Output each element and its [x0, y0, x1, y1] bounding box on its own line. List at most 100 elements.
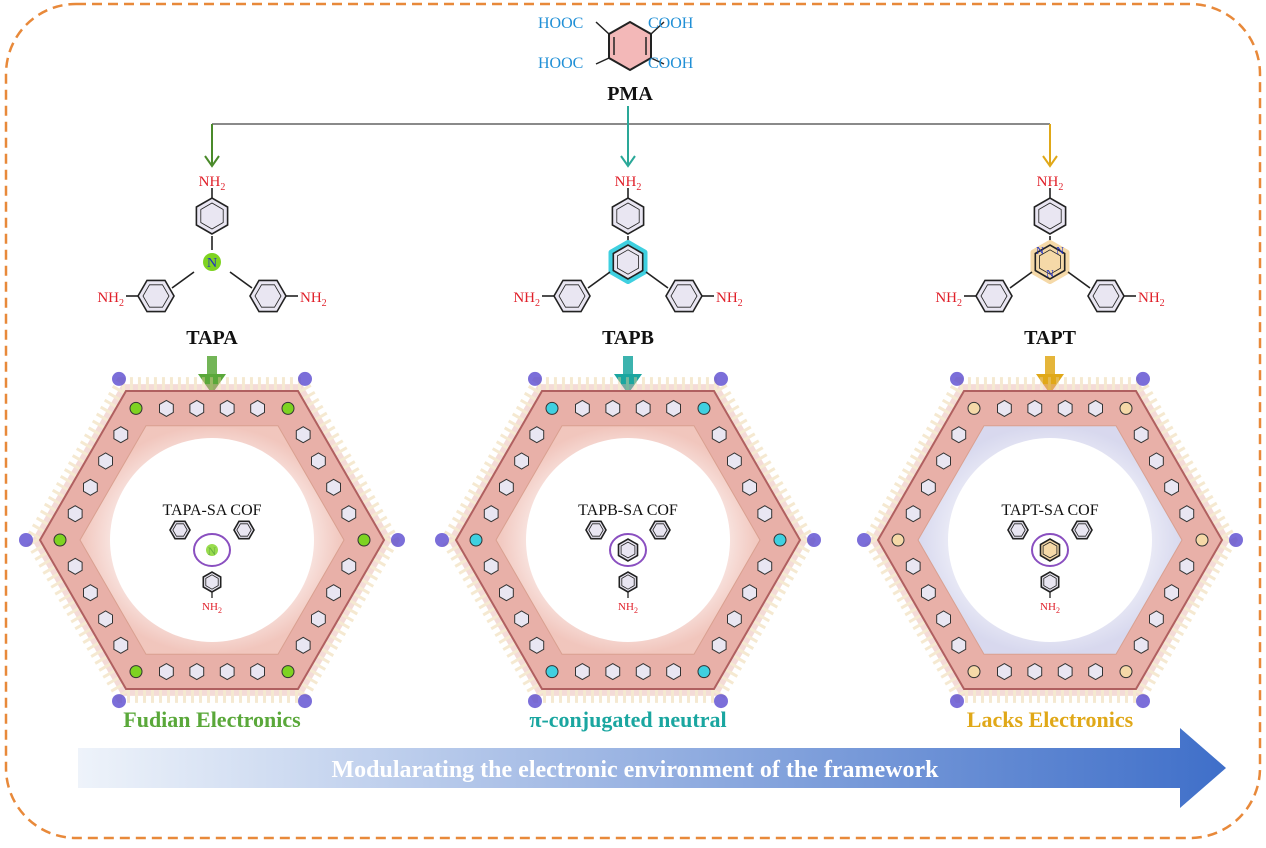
vertex-node: [967, 665, 981, 679]
core-highlight: [203, 253, 221, 271]
wall-ring: [1133, 636, 1149, 654]
wall-ring: [529, 636, 545, 654]
wall-ring: [326, 584, 341, 602]
wall-ring: [711, 426, 727, 444]
core-highlight: [608, 240, 648, 284]
wall-ring: [67, 557, 83, 575]
wall-ring: [1149, 452, 1164, 470]
vertex-node: [697, 401, 711, 415]
bottom-arrow: Modularating the electronic environment …: [78, 728, 1226, 808]
core-ring: [612, 244, 644, 280]
pore-amine-label: NH2: [618, 601, 638, 615]
triazine-nitrogen: N: [1056, 245, 1064, 257]
wall-ring: [1088, 663, 1103, 681]
wall-ring: [1149, 610, 1164, 628]
wall-ring: [295, 426, 311, 444]
vertex-node: [281, 665, 295, 679]
wall-ring: [1133, 426, 1149, 444]
bottom-arrow-text: Modularating the electronic environment …: [332, 757, 940, 783]
wall-ring: [83, 584, 98, 602]
vertex-node: [773, 533, 787, 547]
wall-ring: [98, 610, 113, 628]
left-amine-label: NH2: [97, 290, 124, 309]
bottom-arrow-shape: [78, 728, 1226, 808]
wall-ring: [951, 636, 967, 654]
wall-ring: [189, 399, 205, 417]
wall-ring: [159, 399, 174, 417]
vertex-amine: [528, 694, 542, 709]
vertex-node: [129, 665, 143, 679]
vertex-node: [1119, 665, 1133, 679]
wall-ring: [936, 610, 951, 628]
vertex-amine: [391, 533, 405, 547]
right-phenyl-ring: [665, 279, 703, 313]
core-circle-highlight: [1031, 533, 1069, 567]
top-amine-label: NH2: [1037, 174, 1064, 193]
vertex-node: [129, 401, 143, 415]
monomer-label: TAPA: [186, 327, 238, 349]
property-label: π-conjugated neutral: [529, 707, 726, 732]
core-circle-highlight: [609, 533, 647, 567]
vertex-node: [1119, 401, 1133, 415]
right-amine-label: NH2: [300, 290, 327, 309]
vertex-amine: [857, 533, 871, 547]
wall-ring: [727, 452, 742, 470]
wall-ring: [711, 636, 727, 654]
property-label: Lacks Electronics: [967, 707, 1134, 732]
down-arrow: [614, 356, 642, 394]
wall-ring: [529, 426, 545, 444]
right-amine-label: NH2: [1138, 290, 1165, 309]
wall-ring: [921, 478, 936, 496]
wall-ring: [113, 636, 129, 654]
vertex-amine: [528, 371, 542, 386]
vertex-node: [545, 665, 559, 679]
cof-label: TAPB-SA COF: [578, 502, 678, 519]
wall-ring: [250, 663, 265, 681]
cof-framework: TAPB-SA COF NH2: [435, 371, 821, 709]
wall-ring: [1088, 399, 1103, 417]
core-nitrogen: N: [207, 256, 217, 271]
cof-label: TAPT-SA COF: [1001, 502, 1098, 519]
vertex-amine: [435, 533, 449, 547]
vertex-node: [53, 533, 67, 547]
vertex-node: [357, 533, 371, 547]
wall-ring: [1179, 557, 1195, 575]
vertex-amine: [1136, 371, 1150, 386]
wall-ring: [326, 478, 341, 496]
left-amine-label: NH2: [513, 290, 540, 309]
right-phenyl-ring: [1087, 279, 1125, 313]
pma-group-1: HOOC: [538, 15, 583, 32]
connector-arrows: [204, 106, 1058, 168]
vertex-amine: [714, 694, 728, 709]
pore-amine-label: NH2: [202, 601, 222, 615]
pma-group-4: COOH: [648, 55, 694, 72]
wall-ring: [189, 663, 205, 681]
wall-ring: [67, 505, 83, 523]
triazine-nitrogen: N: [1036, 245, 1044, 257]
wall-ring: [742, 478, 757, 496]
wall-ring: [1164, 584, 1179, 602]
wall-ring: [1057, 663, 1073, 681]
connector: [212, 106, 1050, 125]
wall-ring: [905, 557, 921, 575]
monomer-label: TAPT: [1024, 327, 1077, 349]
wall-ring: [757, 557, 773, 575]
wall-ring: [757, 505, 773, 523]
wall-ring: [1179, 505, 1195, 523]
down-arrow: [1036, 356, 1064, 394]
top-amine-label: NH2: [199, 174, 226, 193]
wall-ring: [1027, 663, 1043, 681]
wall-ring: [295, 636, 311, 654]
top-amine-label: NH2: [615, 174, 642, 193]
wall-ring: [219, 399, 235, 417]
wall-ring: [499, 478, 514, 496]
wall-ring: [341, 557, 357, 575]
vertex-amine: [298, 694, 312, 709]
wall-ring: [605, 663, 621, 681]
wall-ring: [311, 452, 326, 470]
